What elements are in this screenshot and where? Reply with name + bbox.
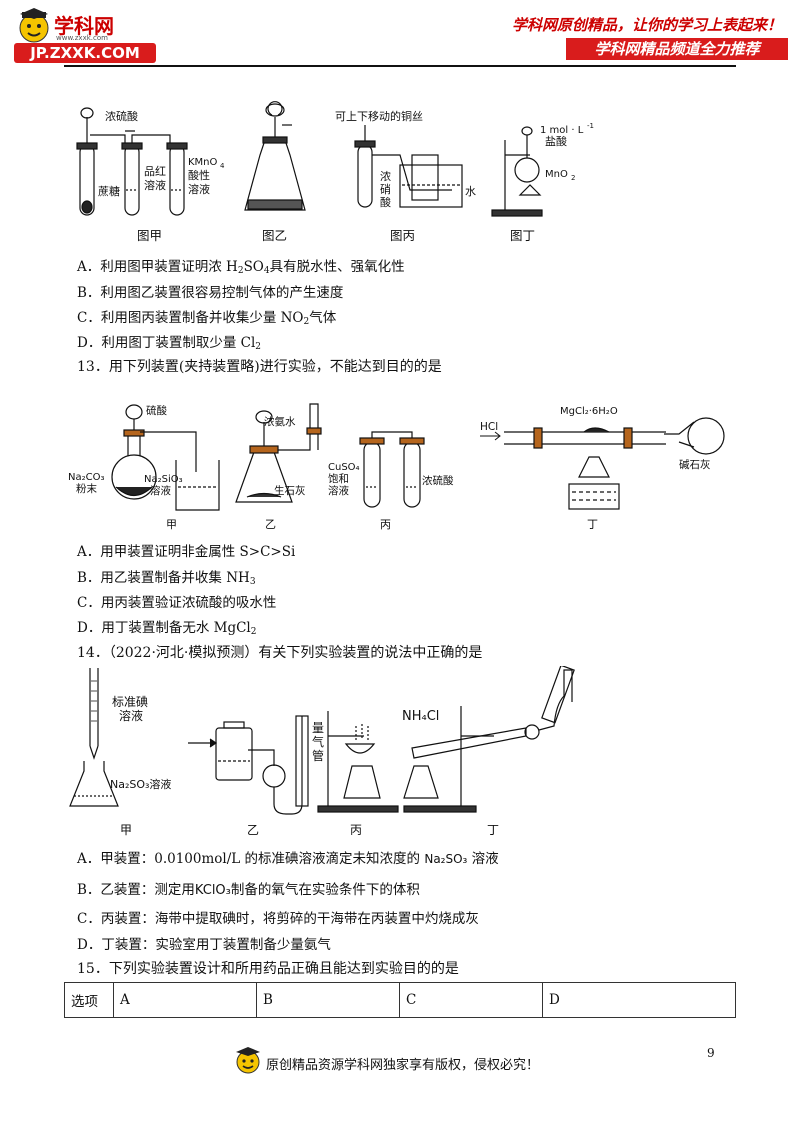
fig12-caption-ding: 图丁 bbox=[510, 228, 536, 243]
fig12-caption-yi: 图乙 bbox=[262, 228, 288, 243]
q14-caption-ding: 丁 bbox=[487, 823, 500, 837]
header-divider bbox=[64, 65, 736, 67]
q14-option-c: C．丙装置：海带中提取碘时，将剪碎的干海带在丙装置中灼烧成灰 bbox=[77, 911, 479, 927]
label-hcl: HCl bbox=[480, 421, 498, 433]
label-acidic: 酸性 bbox=[188, 168, 210, 182]
q14-caption-jia: 甲 bbox=[120, 823, 133, 837]
q13-caption-bing: 丙 bbox=[380, 518, 391, 531]
zxxk-logo-icon bbox=[19, 8, 49, 43]
q13-caption-ding: 丁 bbox=[587, 518, 598, 531]
label-na2sio3: Na₂SiO₃ bbox=[144, 474, 183, 485]
label-na2so3-sol: Na₂SO₃溶液 bbox=[110, 777, 171, 791]
label-solution: 溶液 bbox=[188, 182, 210, 196]
label-conc-sulfuric: 浓硫酸 bbox=[422, 474, 454, 487]
q15-table: 选项 A B C D bbox=[64, 982, 736, 1018]
label-cuso4-sol: 溶液 bbox=[328, 484, 349, 497]
label-gas-tube-2: 气 bbox=[312, 734, 324, 749]
label-nong: 浓 bbox=[380, 170, 391, 183]
footer-copyright: 原创精品资源学科网独家享有版权，侵权必究！ bbox=[266, 1058, 540, 1073]
q12-option-b: B．利用图乙装置很容易控制气体的产生速度 bbox=[77, 285, 344, 301]
label-pinhong: 品红 bbox=[144, 165, 166, 178]
label-mgcl2: MgCl₂·6H₂O bbox=[560, 406, 618, 417]
label-saturated: 饱和 bbox=[328, 473, 349, 485]
q13-figures: 硫酸 Na₂CO₃ 粉末 Na₂SiO₃ 溶液 浓氨水 生石灰 CuSO₄ 饱和… bbox=[68, 403, 725, 511]
q12-option-d: D．利用图丁装置制取少量 Cl2 bbox=[77, 335, 261, 352]
q14-stem: 14．（2022·河北·模拟预测）有关下列实验装置的说法中正确的是 bbox=[77, 645, 483, 661]
label-conc-h2so4: 浓硫酸 bbox=[105, 109, 138, 123]
q14-option-d: D．丁装置：实验室用丁装置制备少量氨气 bbox=[77, 937, 331, 953]
page-number: 9 bbox=[707, 1046, 715, 1060]
table-cell-b: B bbox=[256, 982, 400, 1018]
table-cell-d: D bbox=[542, 982, 736, 1018]
table-cell-option: 选项 bbox=[64, 982, 114, 1018]
logo-sub: www.zxxk.com bbox=[56, 34, 108, 42]
fig12-caption-jia: 图甲 bbox=[137, 228, 163, 243]
label-quicklime: 生石灰 bbox=[274, 484, 306, 497]
q13-caption-jia: 甲 bbox=[166, 518, 177, 531]
label-mno2-sub: 2 bbox=[571, 174, 575, 182]
q14-option-b: B．乙装置：测定用KClO₃制备的氧气在实验条件下的体积 bbox=[77, 882, 420, 898]
label-pinhong-sol: 溶液 bbox=[144, 178, 166, 192]
label-sulfuric: 硫酸 bbox=[146, 404, 167, 417]
table-cell-a: A bbox=[113, 982, 257, 1018]
label-water: 水 bbox=[465, 185, 476, 198]
label-soda-lime: 碱石灰 bbox=[679, 458, 711, 471]
label-kmno4-sub: 4 bbox=[220, 162, 225, 170]
label-cuso4: CuSO₄ bbox=[328, 462, 360, 473]
q13-option-a: A．用甲装置证明非金属性 S>C>Si bbox=[77, 544, 296, 560]
label-suan: 酸 bbox=[380, 195, 391, 209]
q13-option-c: C．用丙装置验证浓硫酸的吸水性 bbox=[77, 595, 277, 611]
q13-option-d: D．用丁装置制备无水 MgCl2 bbox=[77, 620, 257, 637]
label-std-iodine: 标准碘 bbox=[112, 695, 148, 709]
label-nh4cl: NH₄Cl bbox=[402, 709, 439, 724]
logo-text: 学科网 bbox=[54, 14, 114, 38]
label-hcl-sup: -1 bbox=[587, 122, 594, 130]
label-conc-ammonia: 浓氨水 bbox=[264, 415, 296, 428]
slogan: 学科网原创精品，让你的学习上表起来！ bbox=[512, 16, 783, 34]
q12-option-a: A．利用图甲装置证明浓 H2SO4具有脱水性、强氧化性 bbox=[77, 259, 405, 276]
label-powder: 粉末 bbox=[76, 482, 97, 495]
q15-stem: 15．下列实验装置设计和所用药品正确且能达到实验目的的是 bbox=[77, 961, 459, 977]
q14-figures: 标准碘 溶液 Na₂SO₃溶液 量 气 管 NH₄Cl bbox=[69, 666, 575, 815]
header: 学科网 www.zxxk.com JP.ZXXK.COM 学科网原创精品，让你的… bbox=[0, 0, 800, 70]
label-hcl-conc: 1 mol · L bbox=[540, 125, 584, 136]
q14-caption-yi: 乙 bbox=[247, 823, 260, 837]
label-copper-wire: 可上下移动的铜丝 bbox=[335, 109, 423, 123]
label-iodine-sol: 溶液 bbox=[119, 708, 143, 723]
label-mno2: MnO bbox=[545, 169, 568, 180]
site-url-badge[interactable]: JP.ZXXK.COM bbox=[14, 43, 156, 63]
label-sucrose: 蔗糖 bbox=[98, 184, 120, 198]
footer-logo-icon bbox=[236, 1047, 260, 1074]
q13-caption-yi: 乙 bbox=[265, 518, 276, 531]
label-hcl: 盐酸 bbox=[545, 134, 567, 148]
banner: 学科网精品频道全力推荐 bbox=[566, 38, 788, 60]
q12-option-c: C．利用图丙装置制备并收集少量 NO2气体 bbox=[77, 310, 337, 327]
table-cell-c: C bbox=[399, 982, 543, 1018]
label-gas-tube-1: 量 bbox=[312, 721, 324, 735]
label-xiao: 硝 bbox=[380, 183, 391, 196]
hcl-arrow-icon bbox=[480, 431, 501, 441]
label-gas-tube-3: 管 bbox=[312, 748, 324, 763]
label-na2co3: Na₂CO₃ bbox=[68, 472, 104, 483]
q14-option-a: A．甲装置：0.0100mol/L 的标准碘溶液滴定未知浓度的 Na₂SO₃ 溶… bbox=[77, 851, 499, 867]
label-kmno4: KMnO bbox=[188, 157, 218, 168]
table-row: 选项 A B C D bbox=[64, 982, 736, 1018]
q14-caption-bing: 丙 bbox=[350, 823, 363, 837]
fig12-caption-bing: 图丙 bbox=[390, 228, 416, 243]
label-na2sio3-sol: 溶液 bbox=[150, 484, 171, 497]
q13-option-b: B．用乙装置制备并收集 NH3 bbox=[77, 570, 256, 587]
q13-stem: 13．用下列装置(夹持装置略)进行实验，不能达到目的的是 bbox=[77, 359, 442, 375]
q12-figures: 浓硫酸 蔗糖 品红 溶液 KMnO 4 酸性 溶液 可上下移动的铜丝 浓 硝 酸… bbox=[76, 101, 594, 217]
